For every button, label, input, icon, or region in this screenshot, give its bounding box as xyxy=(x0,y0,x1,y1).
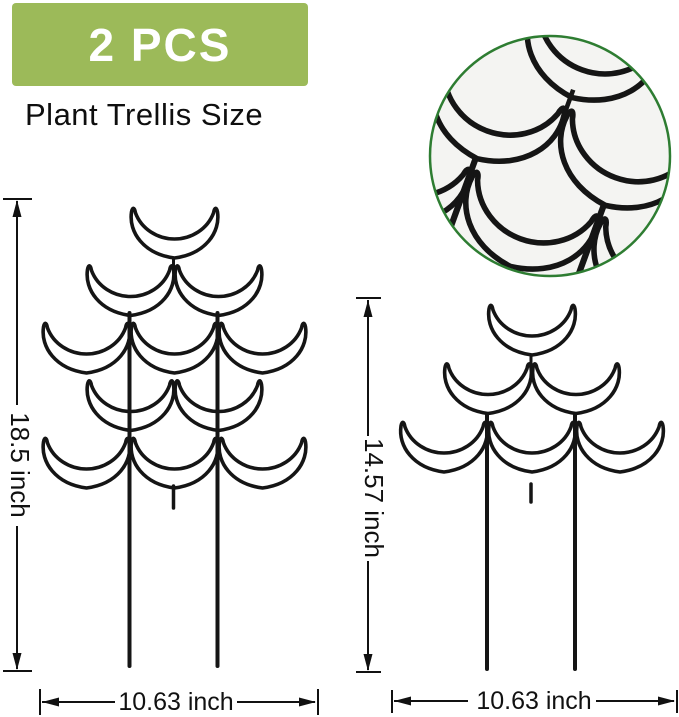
left-height-dimension: 18.5 inch xyxy=(3,198,35,672)
dimension-arrowhead xyxy=(363,300,373,317)
right-height-dimension: 14.57 inch xyxy=(356,297,389,673)
crescent xyxy=(41,436,132,490)
right-width-dimension: 10.63 inch xyxy=(391,687,678,715)
dimension-arrowhead xyxy=(12,653,22,670)
crescent xyxy=(129,321,220,375)
right-trellis-figure xyxy=(398,303,666,671)
crescent xyxy=(173,264,264,318)
crescent xyxy=(85,264,176,318)
left-height-label: 18.5 inch xyxy=(5,412,35,518)
right-width-label: 10.63 inch xyxy=(476,687,591,715)
left-width-dimension: 10.63 inch xyxy=(39,688,319,716)
right-height-label: 14.57 inch xyxy=(359,438,389,558)
wire-tie xyxy=(560,88,576,120)
dimension-arrowhead xyxy=(363,654,373,671)
crescent xyxy=(129,436,220,490)
dimension-arrowhead xyxy=(394,696,411,706)
crescent xyxy=(41,321,132,375)
crescent xyxy=(574,420,666,474)
quantity-badge: 2 PCS xyxy=(12,3,308,86)
dimension-arrowhead xyxy=(658,696,675,706)
dimension-arrowhead xyxy=(299,697,316,707)
left-width-label: 10.63 inch xyxy=(118,688,233,716)
crescent xyxy=(129,206,220,260)
page-title: Plant Trellis Size xyxy=(25,97,264,132)
crescent xyxy=(486,303,578,357)
inset-detail-circle xyxy=(428,34,672,278)
stake xyxy=(523,205,607,275)
crescent xyxy=(217,436,308,490)
crescent xyxy=(398,420,490,474)
inset-border xyxy=(428,34,672,278)
crescent xyxy=(217,321,308,375)
crescent xyxy=(486,420,578,474)
crescent xyxy=(530,362,622,416)
crescent xyxy=(442,362,534,416)
left-trellis-figure xyxy=(41,206,308,668)
dimension-arrowhead xyxy=(42,697,59,707)
dimension-arrowhead xyxy=(12,200,22,217)
